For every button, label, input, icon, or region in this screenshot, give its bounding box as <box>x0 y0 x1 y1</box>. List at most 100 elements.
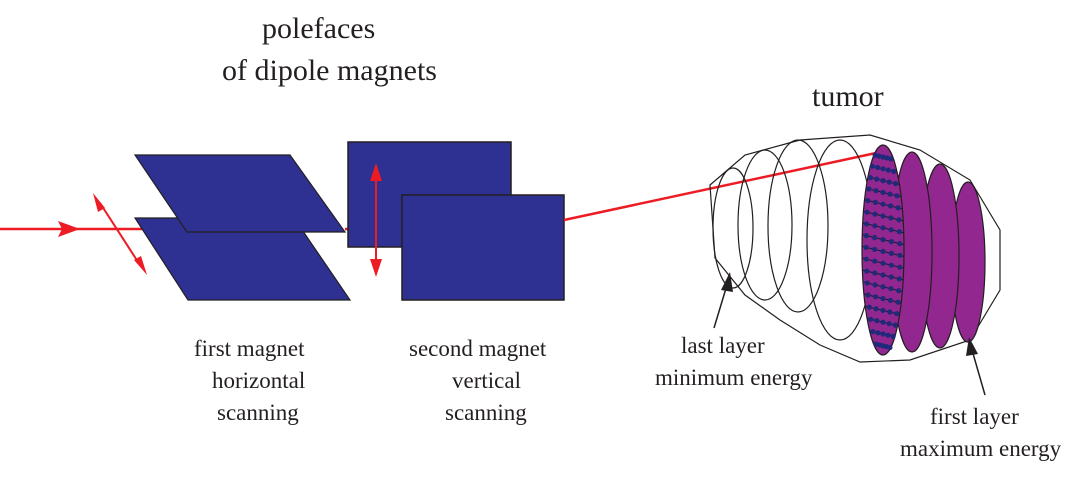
scan-spot <box>887 309 893 315</box>
scan-spot <box>888 203 894 209</box>
vertical-scan-arrowhead-up <box>370 163 382 181</box>
scan-spot <box>880 248 886 254</box>
scan-spot <box>876 153 882 159</box>
first-layer-pointer <box>971 349 986 396</box>
first-layer-label-2: maximum energy <box>900 436 1062 461</box>
scan-spot <box>888 239 895 245</box>
scan-spot <box>874 318 880 324</box>
scan-spot <box>888 262 894 268</box>
scan-spot <box>872 199 879 205</box>
scan-spot <box>880 154 886 160</box>
scan-spot <box>873 306 879 312</box>
scan-spot <box>892 322 898 328</box>
scan-spot <box>880 284 886 290</box>
beam-direction-arrow <box>58 221 80 237</box>
scan-spot <box>872 223 878 229</box>
scan-spot <box>868 316 874 322</box>
scan-spot <box>872 270 878 276</box>
second-magnet-front-poleface <box>401 194 565 301</box>
second-magnet-label-1: second magnet <box>409 336 547 361</box>
scan-spot <box>888 274 894 280</box>
scan-spot <box>863 256 869 262</box>
first-layer-label-1: first layer <box>930 404 1019 429</box>
scan-spot <box>863 233 869 239</box>
scan-spot <box>880 225 886 231</box>
scan-spot <box>893 181 899 187</box>
scan-spot <box>864 280 870 286</box>
scan-spot <box>880 307 886 313</box>
first-layer-pointer-head <box>966 337 978 356</box>
scan-spot <box>894 311 900 317</box>
scan-spot <box>884 155 890 161</box>
scan-spot <box>886 179 892 185</box>
scan-spot <box>880 178 886 184</box>
scan-spot <box>872 258 878 264</box>
tumor-layer-ring <box>737 149 793 301</box>
scan-spot <box>872 152 878 158</box>
scan-spot <box>873 294 879 300</box>
horizontal-scan-arrowhead-up <box>93 193 105 212</box>
title-line-2: of dipole magnets <box>222 54 437 87</box>
scan-spot <box>887 191 893 197</box>
second-magnet-label-3: scanning <box>445 400 527 425</box>
scan-spot <box>896 217 902 223</box>
scan-spot <box>880 319 886 325</box>
scan-spot <box>880 296 886 302</box>
scan-spot <box>864 221 870 227</box>
first-magnet-label-2: horizontal <box>212 368 306 393</box>
scan-spot <box>872 246 878 252</box>
scan-spot <box>875 330 881 336</box>
scan-spot <box>888 286 894 292</box>
tumor-layer-ring <box>767 139 829 313</box>
second-magnet-label-2: vertical <box>452 368 521 393</box>
scan-spot <box>863 244 869 250</box>
last-layer-pointer-head <box>721 272 733 292</box>
scan-spot <box>880 237 886 243</box>
scan-spot <box>896 276 902 282</box>
scan-spot <box>897 241 903 247</box>
scan-spot <box>880 201 886 207</box>
scan-spot <box>890 333 896 339</box>
tumor-label: tumor <box>812 80 884 113</box>
first-magnet-label-3: scanning <box>217 400 299 425</box>
vertical-scan-arrowhead-down <box>370 259 382 277</box>
scan-spot <box>867 175 874 181</box>
scan-spot <box>888 156 894 162</box>
scan-spot <box>865 292 871 298</box>
scan-spot <box>880 260 886 266</box>
scan-spot <box>888 250 895 256</box>
scan-spot <box>872 282 878 288</box>
scan-spot <box>872 235 878 241</box>
scan-spot <box>888 227 894 233</box>
scan-spot <box>866 304 872 310</box>
horizontal-scan-arrowhead-down <box>134 256 147 275</box>
scan-spot <box>896 288 902 294</box>
tumor-layer-ring <box>712 167 754 289</box>
outgoing-beam <box>563 151 877 222</box>
scan-spot <box>891 168 897 174</box>
title-line-1: polefaces <box>262 12 376 45</box>
last-layer-pointer <box>713 284 728 329</box>
scan-spot <box>880 166 886 172</box>
horizontal-scan-arrow <box>99 202 141 266</box>
scan-spot <box>887 297 894 303</box>
scan-spot <box>875 164 881 171</box>
scan-spot <box>885 167 891 173</box>
scan-spot <box>894 193 900 199</box>
first-magnet-upper-poleface <box>133 154 347 233</box>
scan-spot <box>896 229 903 235</box>
scan-spot <box>888 215 894 221</box>
scan-spot <box>897 264 903 270</box>
scan-spot <box>887 344 893 351</box>
scan-spot <box>874 176 880 182</box>
scan-spots <box>863 152 903 351</box>
last-layer-label-1: last layer <box>681 333 765 358</box>
scan-spot <box>895 299 901 305</box>
scan-spot <box>870 329 876 335</box>
scan-spot <box>880 331 886 337</box>
scan-spot <box>872 211 878 217</box>
last-layer-label-2: minimum energy <box>655 365 813 390</box>
scan-spot <box>886 321 892 327</box>
scan-spot <box>880 272 886 278</box>
